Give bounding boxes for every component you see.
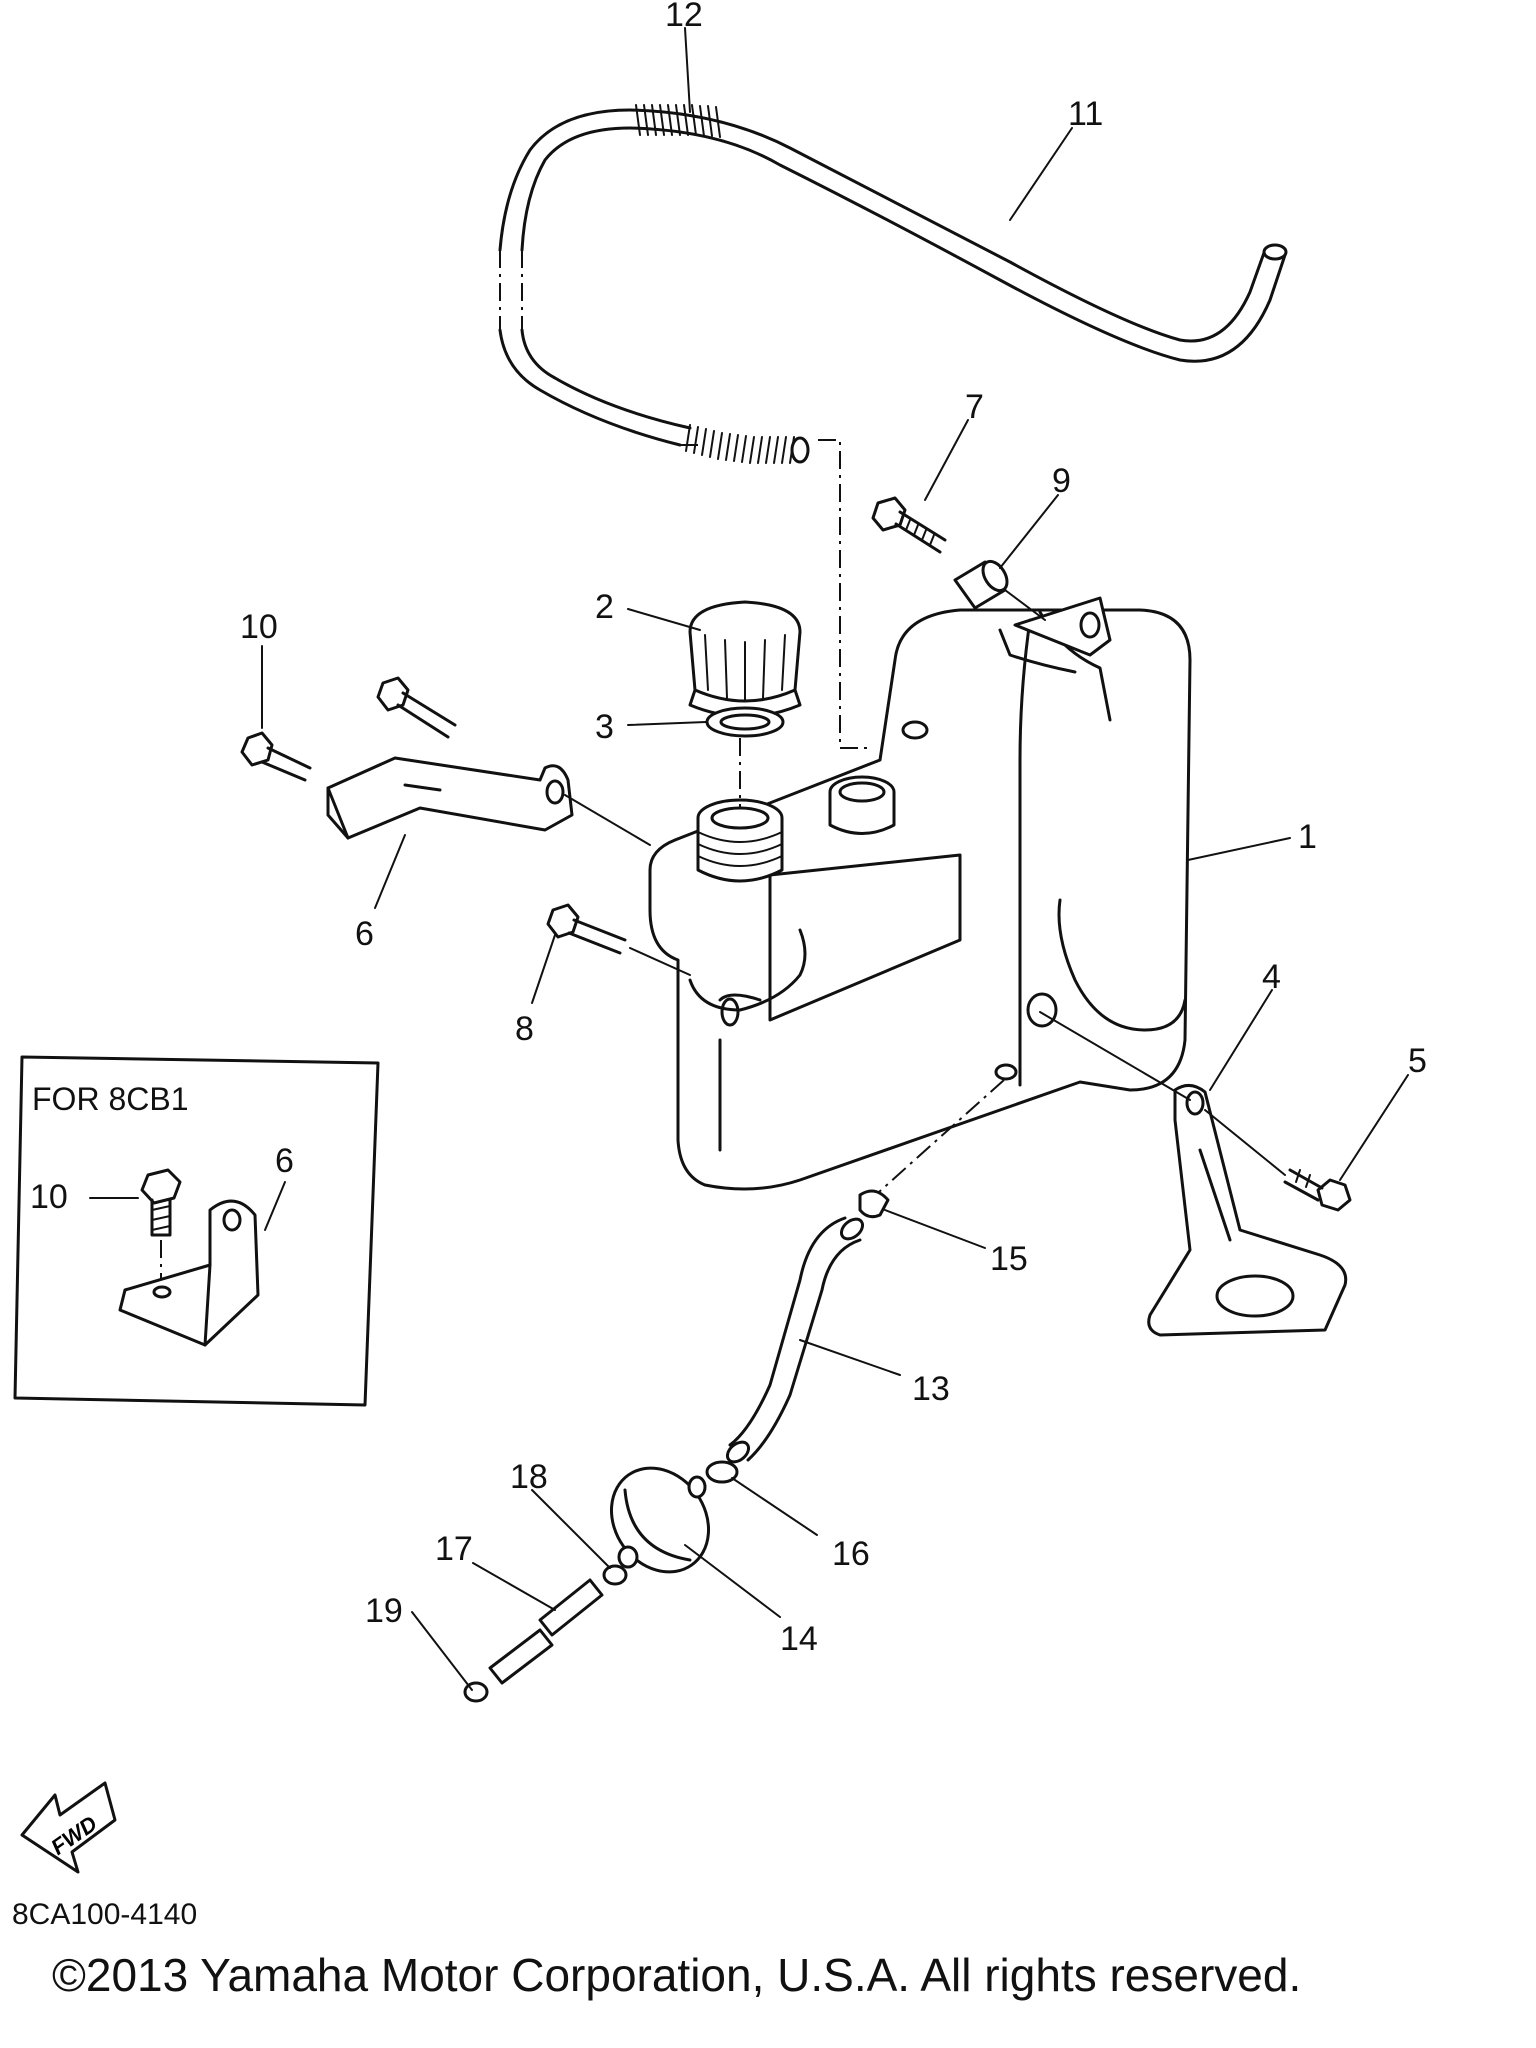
inset-callout-10: 10 <box>30 1178 68 1216</box>
copyright-text: ©2013 Yamaha Motor Corporation, U.S.A. A… <box>52 1949 1302 2001</box>
callout-1: 1 <box>1298 818 1317 856</box>
oil-tank <box>648 596 1192 1191</box>
callout-9: 9 <box>1052 462 1071 500</box>
bolt-8-line <box>629 947 691 976</box>
inset-title: FOR 8CB1 <box>32 1081 188 1117</box>
callout-7: 7 <box>965 388 984 426</box>
bracket-4 <box>1147 1084 1348 1337</box>
hose-11 <box>498 108 1288 447</box>
bolt-5 <box>1283 1168 1352 1212</box>
callout-labels: 1 2 3 4 5 6 7 8 9 10 11 12 13 14 15 16 1… <box>240 0 1427 1658</box>
callout-10: 10 <box>240 608 278 646</box>
clip-16 <box>705 1460 739 1484</box>
callout-5: 5 <box>1408 1042 1427 1080</box>
callout-17: 17 <box>435 1530 473 1568</box>
callout-11: 11 <box>1068 95 1103 133</box>
bolt-10 <box>240 731 312 782</box>
callout-19: 19 <box>365 1592 403 1630</box>
callout-3: 3 <box>595 708 614 746</box>
bolt-7-line <box>1004 589 1046 621</box>
clip-18 <box>602 1564 628 1586</box>
drawing-code: 8CA100-4140 <box>12 1898 198 1931</box>
spring-12-top <box>635 104 721 138</box>
bolt-8 <box>546 903 627 955</box>
bolt-7 <box>871 496 947 554</box>
callout-8: 8 <box>515 1010 534 1048</box>
callout-12: 12 <box>665 0 703 34</box>
callout-16: 16 <box>832 1535 870 1573</box>
callout-13: 13 <box>912 1370 950 1408</box>
hose-17 <box>488 1578 604 1685</box>
filter-14 <box>609 1466 711 1574</box>
fwd-arrow-icon: FWD <box>20 1781 117 1874</box>
bracket-6-line <box>564 794 651 846</box>
spring-12-bottom <box>685 424 810 464</box>
inset-callout-6: 6 <box>275 1142 294 1180</box>
inset-for-8cb1: FOR 8CB1 10 6 <box>13 1055 380 1407</box>
hose-13-line <box>869 1079 1005 1201</box>
bracket-6 <box>326 756 574 840</box>
tank-cap <box>688 600 802 718</box>
bolt-5-line <box>1039 1011 1286 1176</box>
callout-15: 15 <box>990 1240 1028 1278</box>
callout-4: 4 <box>1262 958 1281 996</box>
clip-15 <box>858 1189 890 1219</box>
gasket <box>705 706 785 738</box>
callout-6: 6 <box>355 915 374 953</box>
bolt-6 <box>376 676 457 739</box>
hose-routing-line <box>818 439 870 749</box>
callout-2: 2 <box>595 588 614 626</box>
callout-18: 18 <box>510 1458 548 1496</box>
leader-lines <box>261 27 1409 1691</box>
hose-13 <box>725 1216 865 1464</box>
callout-14: 14 <box>780 1620 818 1658</box>
